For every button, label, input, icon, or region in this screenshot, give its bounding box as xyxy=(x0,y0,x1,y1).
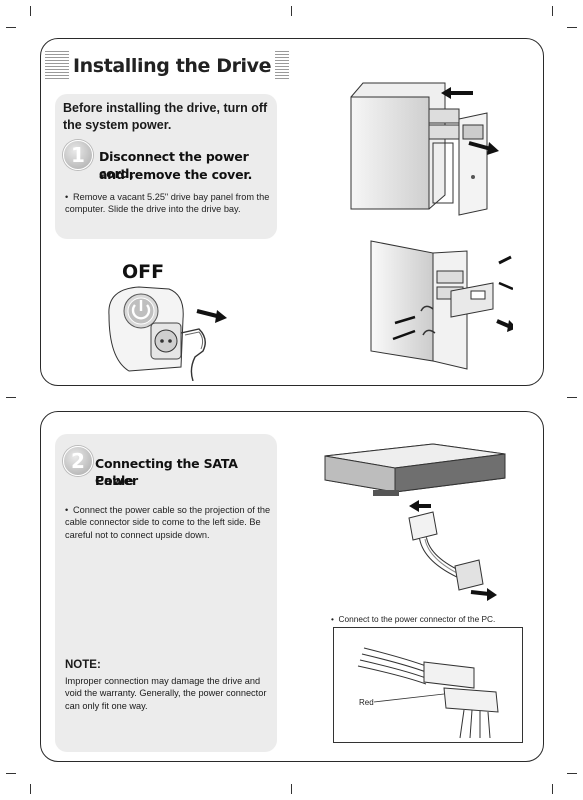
crop-mark xyxy=(6,397,16,398)
power-icon xyxy=(131,304,151,320)
off-label: OFF xyxy=(122,261,164,283)
install-drive-panel: Installing the Drive Before installing t… xyxy=(40,38,544,386)
remove-cover-illustration xyxy=(350,82,499,216)
crop-mark xyxy=(291,6,292,16)
bullet-icon: • xyxy=(331,614,334,624)
bullet-text: •Connect the power cable so the projecti… xyxy=(65,504,271,541)
red-wire-label: Red xyxy=(359,698,374,707)
crop-mark xyxy=(567,397,577,398)
step-number-badge: 1 xyxy=(63,140,93,170)
crop-mark xyxy=(552,784,553,794)
sata-power-panel: 2 Connecting the SATA Power Cable •Conne… xyxy=(40,411,544,762)
bullet-icon: • xyxy=(65,505,69,515)
connector-caption: • Connect to the power connector of the … xyxy=(331,614,495,624)
step-heading-line2: and remove the cover. xyxy=(99,167,253,182)
bullet-content: Remove a vacant 5.25" drive bay panel fr… xyxy=(65,192,270,215)
slide-drive-illustration xyxy=(370,240,513,370)
crop-mark xyxy=(6,773,16,774)
crop-mark xyxy=(567,27,577,28)
crop-mark xyxy=(291,784,292,794)
title-banner: Installing the Drive xyxy=(45,51,289,81)
bullet-content: Connect the power cable so the projectio… xyxy=(65,505,271,540)
step-heading-line2: Cable xyxy=(95,473,134,488)
intro-text: Before installing the drive, turn off th… xyxy=(63,101,268,132)
note-title: NOTE: xyxy=(65,659,101,671)
power-off-illustration: OFF xyxy=(108,261,227,381)
connector-detail-box: Red xyxy=(333,627,523,743)
power-connector-illustration xyxy=(357,647,499,739)
step-heading-line1: Connecting the SATA Power xyxy=(95,456,238,488)
page-title: Installing the Drive xyxy=(69,51,276,81)
crop-mark xyxy=(30,784,31,794)
sata-drive-illustration xyxy=(324,443,506,601)
crop-mark xyxy=(6,27,16,28)
crop-mark xyxy=(567,773,577,774)
bullet-text: •Remove a vacant 5.25" drive bay panel f… xyxy=(65,191,271,216)
step-number-badge: 2 xyxy=(63,446,93,476)
bullet-icon: • xyxy=(65,192,69,202)
step-heading-line1: Disconnect the power cord, xyxy=(99,149,249,181)
crop-mark xyxy=(552,6,553,16)
instructions-box: 2 Connecting the SATA Power Cable •Conne… xyxy=(55,434,277,752)
crop-mark xyxy=(30,6,31,16)
caption-text: Connect to the power connector of the PC… xyxy=(338,614,496,624)
note-text: Improper connection may damage the drive… xyxy=(65,676,267,711)
instructions-box: Before installing the drive, turn off th… xyxy=(55,94,277,239)
